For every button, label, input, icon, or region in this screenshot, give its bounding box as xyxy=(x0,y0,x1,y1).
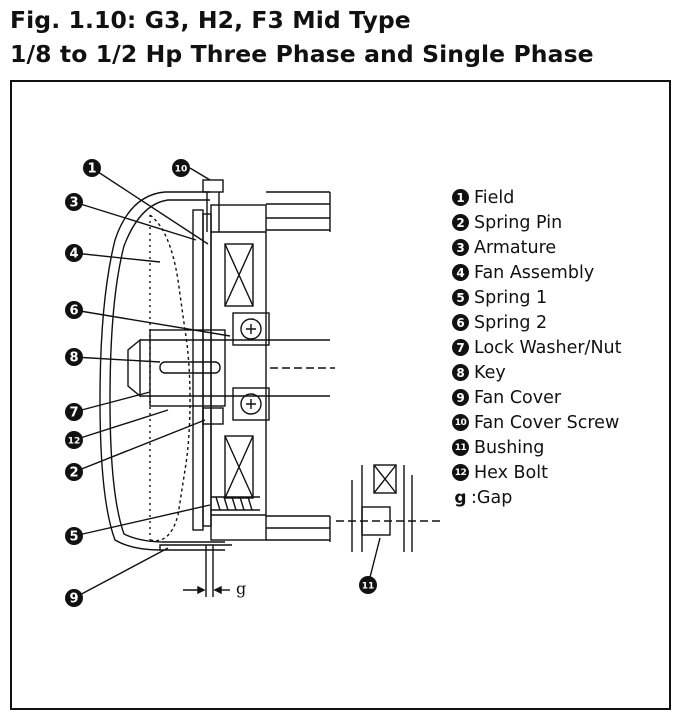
callout-3: 3 xyxy=(65,193,83,211)
number-badge: 2 xyxy=(452,214,469,231)
legend-item-spring-pin: 2 Spring Pin xyxy=(452,210,622,235)
number-badge: 6 xyxy=(452,314,469,331)
gap-separator: : xyxy=(471,487,477,508)
legend-item-fan-cover-screw: 10 Fan Cover Screw xyxy=(452,410,622,435)
legend-item-hex-bolt: 12 Hex Bolt xyxy=(452,460,622,485)
svg-text:12: 12 xyxy=(68,437,81,447)
svg-text:8: 8 xyxy=(69,351,78,366)
gap-mark: g xyxy=(236,579,246,598)
fan-assembly-outline xyxy=(149,214,191,542)
number-badge: 1 xyxy=(452,189,469,206)
svg-text:10: 10 xyxy=(175,165,188,175)
legend-label: Fan Assembly xyxy=(474,262,595,283)
callout-11: 11 xyxy=(359,576,377,594)
legend: 1 Field 2 Spring Pin 3 Armature 4 Fan As… xyxy=(452,185,622,510)
svg-text:3: 3 xyxy=(69,196,78,211)
callout-4: 4 xyxy=(65,244,83,262)
svg-text:1: 1 xyxy=(87,162,96,177)
armature-plate xyxy=(192,209,204,531)
fan-cover-screw xyxy=(202,179,224,193)
svg-text:2: 2 xyxy=(69,466,78,481)
bushing-detail xyxy=(351,465,413,552)
legend-item-field: 1 Field xyxy=(452,185,622,210)
number-badge: 10 xyxy=(452,414,469,431)
svg-text:9: 9 xyxy=(69,592,78,607)
legend-label: Bushing xyxy=(474,437,545,458)
callout-9: 9 xyxy=(65,589,83,607)
callout-12: 12 xyxy=(65,431,83,449)
number-badge: 12 xyxy=(452,464,469,481)
number-badge: 11 xyxy=(452,439,469,456)
number-badge: 7 xyxy=(452,339,469,356)
legend-item-bushing: 11 Bushing xyxy=(452,435,622,460)
svg-text:6: 6 xyxy=(69,304,78,319)
figure-title: Fig. 1.10: G3, H2, F3 Mid Type xyxy=(10,6,411,34)
legend-item-fan-cover: 9 Fan Cover xyxy=(452,385,622,410)
legend-item-spring-2: 6 Spring 2 xyxy=(452,310,622,335)
svg-text:11: 11 xyxy=(362,582,375,592)
fan-cover-outline xyxy=(99,191,225,551)
field-housing xyxy=(210,204,267,541)
legend-item-lock-washer-nut: 7 Lock Washer/Nut xyxy=(452,335,622,360)
callout-8: 8 xyxy=(65,348,83,366)
number-badge: 9 xyxy=(452,389,469,406)
legend-item-armature: 3 Armature xyxy=(452,235,622,260)
gap-key: g xyxy=(454,487,467,508)
svg-text:7: 7 xyxy=(69,406,78,421)
legend-label: Key xyxy=(474,362,506,383)
legend-label: Hex Bolt xyxy=(474,462,548,483)
legend-label: Spring 2 xyxy=(474,312,548,333)
number-badge: 5 xyxy=(452,289,469,306)
legend-label: Spring 1 xyxy=(474,287,548,308)
legend-label: Field xyxy=(474,187,515,208)
callout-7: 7 xyxy=(65,403,83,421)
legend-label: Lock Washer/Nut xyxy=(474,337,622,358)
shaft xyxy=(140,339,330,397)
legend-item-fan-assembly: 4 Fan Assembly xyxy=(452,260,622,285)
callout-5: 5 xyxy=(65,527,83,545)
number-badge: 3 xyxy=(452,239,469,256)
legend-label: Fan Cover Screw xyxy=(474,412,620,433)
legend-label: Gap xyxy=(476,487,513,508)
callout-1: 1 xyxy=(83,159,101,177)
legend-label: Fan Cover xyxy=(474,387,562,408)
svg-text:5: 5 xyxy=(69,530,78,545)
legend-item-spring-1: 5 Spring 1 xyxy=(452,285,622,310)
legend-label: Spring Pin xyxy=(474,212,563,233)
legend-item-key: 8 Key xyxy=(452,360,622,385)
number-badge: 8 xyxy=(452,364,469,381)
legend-item-gap: g : Gap xyxy=(452,485,622,510)
figure-subtitle: 1/8 to 1/2 Hp Three Phase and Single Pha… xyxy=(10,40,594,68)
callout-6: 6 xyxy=(65,301,83,319)
callout-2: 2 xyxy=(65,463,83,481)
legend-label: Armature xyxy=(474,237,557,258)
diagram-frame xyxy=(10,80,671,710)
svg-text:4: 4 xyxy=(69,247,78,262)
number-badge: 4 xyxy=(452,264,469,281)
key xyxy=(159,361,221,374)
callout-10: 10 xyxy=(172,159,190,177)
